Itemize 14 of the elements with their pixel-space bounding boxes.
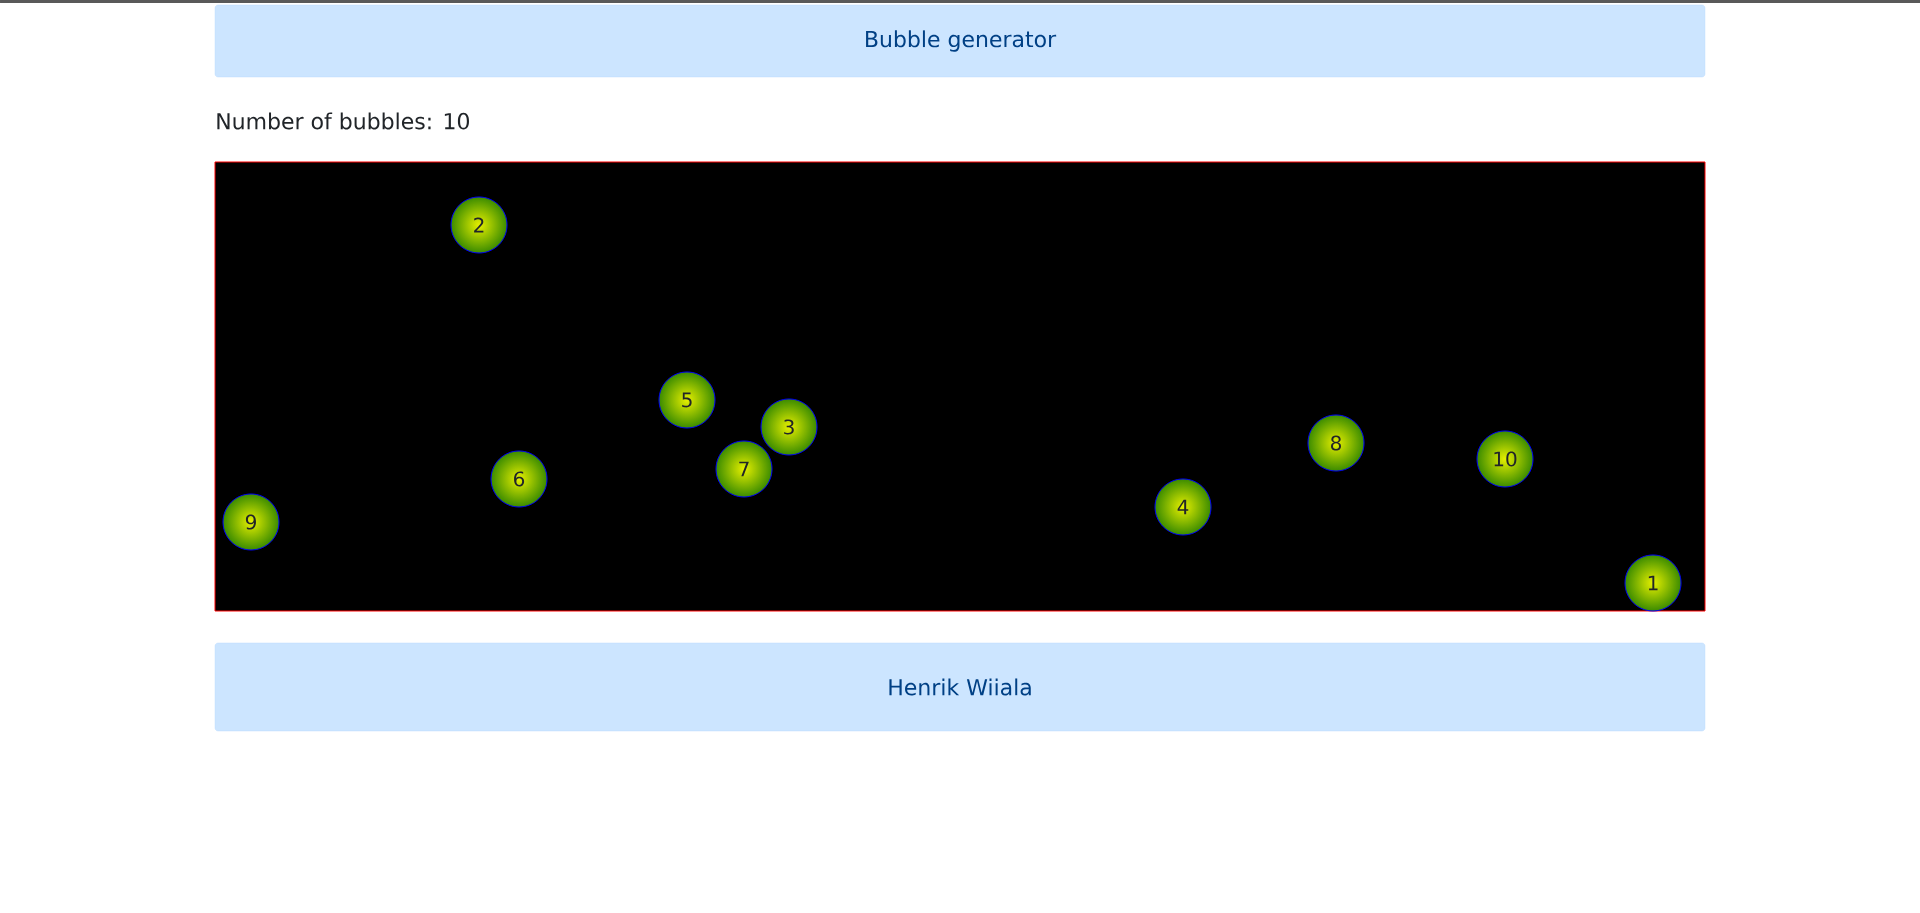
bubble: 10 [1476, 430, 1534, 488]
canvas-area [214, 161, 1706, 612]
bubble: 1 [1624, 554, 1682, 612]
bubble: 8 [1307, 414, 1365, 472]
banner-box: Bubble generator [214, 4, 1706, 78]
bubble: 9 [222, 493, 280, 551]
banner-box: Henrik Wiiala [214, 642, 1706, 732]
bubble: 5 [658, 371, 716, 429]
bubble: 2 [450, 196, 508, 254]
bubble: 4 [1154, 478, 1212, 536]
counter-text: Number of bubbles: 10 [217, 112, 469, 130]
bubble: 7 [715, 440, 773, 498]
bubble: 3 [760, 398, 818, 456]
bubble: 6 [490, 450, 548, 508]
